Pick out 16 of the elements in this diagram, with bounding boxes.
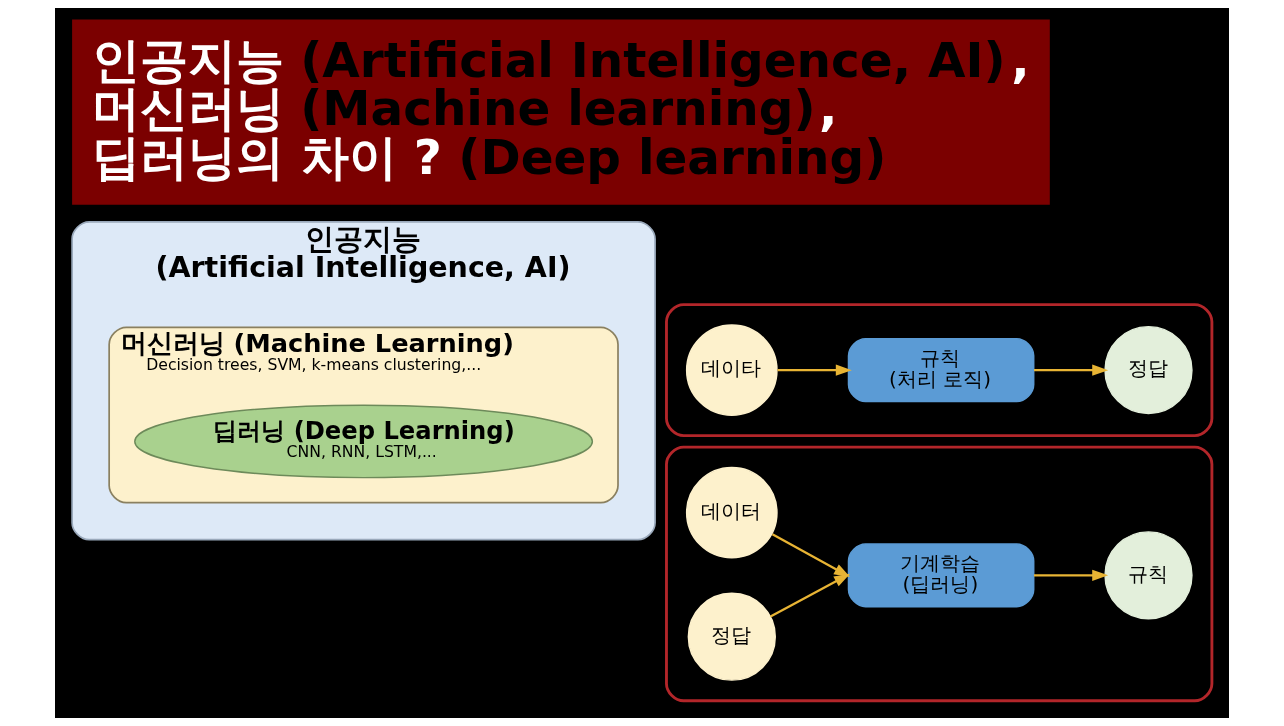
diagram-title: 인공지능 (Artificial Intelligence, AI), 머신러닝 (Machine learning), 딥러닝의 차이 ? (Deep learning) <box>92 31 1030 185</box>
arrow <box>769 573 851 618</box>
arrow <box>771 533 851 578</box>
arrow <box>1034 364 1109 376</box>
node-circle: 정답 <box>1104 325 1193 415</box>
arrow <box>777 364 852 376</box>
arrow <box>1034 569 1109 581</box>
cluster <box>665 303 1214 438</box>
node-box: 규칙 (처리 로직) <box>847 338 1035 403</box>
node-circle: 데이터 <box>685 466 778 559</box>
node-box: 기계학습 (딥러닝) <box>847 543 1035 608</box>
cluster <box>665 445 1214 703</box>
node-circle: 데이타 <box>685 324 778 417</box>
node-circle: 규칙 <box>1104 531 1193 620</box>
node-circle: 정답 <box>687 592 776 681</box>
node-ellipse: 딥러닝 (Deep Learning) CNN, RNN, LSTM,... <box>134 404 594 479</box>
